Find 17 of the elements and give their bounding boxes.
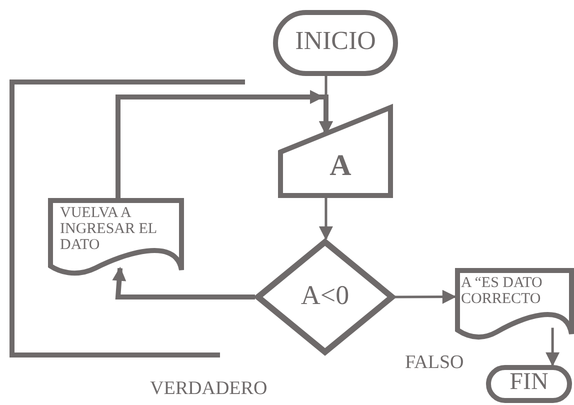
document-shape — [455, 268, 574, 340]
node-label: INICIO — [294, 27, 377, 54]
node-label: FIN — [508, 370, 550, 396]
arrow — [546, 328, 560, 366]
document-shape — [48, 198, 184, 276]
branch-label: VERDADERO — [150, 378, 268, 400]
arrow — [112, 266, 255, 300]
output-text: VUELVA A INGRESAR EL DATO — [60, 206, 158, 254]
decision-diamond — [255, 239, 395, 355]
terminal-box — [486, 365, 572, 403]
node-label: A — [328, 150, 352, 182]
output-text: A “ES DATO CORRECTO — [461, 276, 544, 308]
branch-label: FALSO — [405, 352, 464, 374]
arrow — [318, 198, 333, 240]
arrow — [395, 290, 456, 304]
manual-input-shape — [278, 105, 393, 198]
node-label: A<0 — [300, 281, 350, 310]
